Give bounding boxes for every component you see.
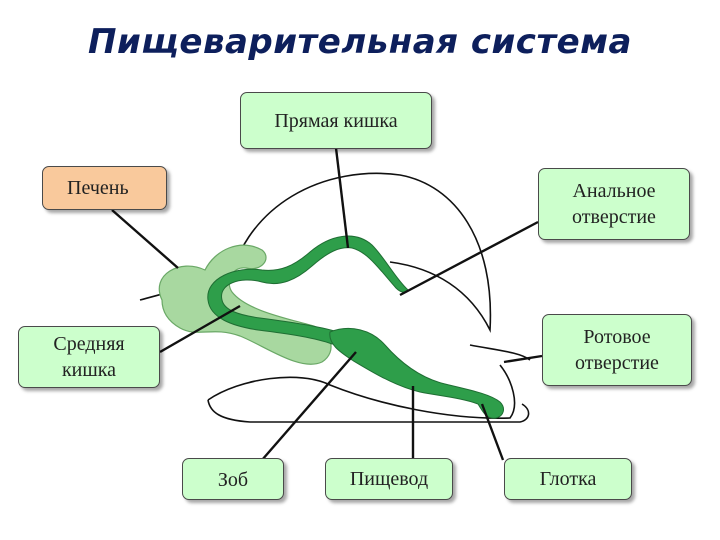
pointer-anus bbox=[399, 220, 539, 297]
pointer-mouth bbox=[503, 354, 543, 364]
crop-esophagus-shape bbox=[329, 327, 504, 419]
label-esophagus: Пищевод bbox=[325, 458, 453, 500]
shell-outline bbox=[224, 172, 492, 334]
head-outline bbox=[469, 344, 531, 361]
pointer-rectum bbox=[334, 147, 350, 249]
foot-outline bbox=[207, 364, 516, 419]
label-mouth: Ротовое отверстие bbox=[542, 314, 692, 386]
pointer-pharynx bbox=[480, 403, 505, 461]
label-liver: Печень bbox=[42, 166, 167, 210]
pointer-midgut bbox=[159, 304, 241, 354]
label-rectum: Прямая кишка bbox=[240, 92, 432, 149]
foot-sole-outline bbox=[207, 399, 530, 423]
label-pharynx: Глотка bbox=[504, 458, 632, 500]
pointer-liver bbox=[111, 209, 179, 269]
label-anus: Анальное отверстие bbox=[538, 168, 690, 240]
pointer-crop bbox=[261, 351, 357, 461]
label-midgut: Средняя кишка bbox=[18, 326, 160, 388]
label-crop: Зоб bbox=[182, 458, 284, 500]
page-title: Пищеварительная система bbox=[88, 22, 632, 62]
intestine-shape bbox=[207, 235, 409, 345]
